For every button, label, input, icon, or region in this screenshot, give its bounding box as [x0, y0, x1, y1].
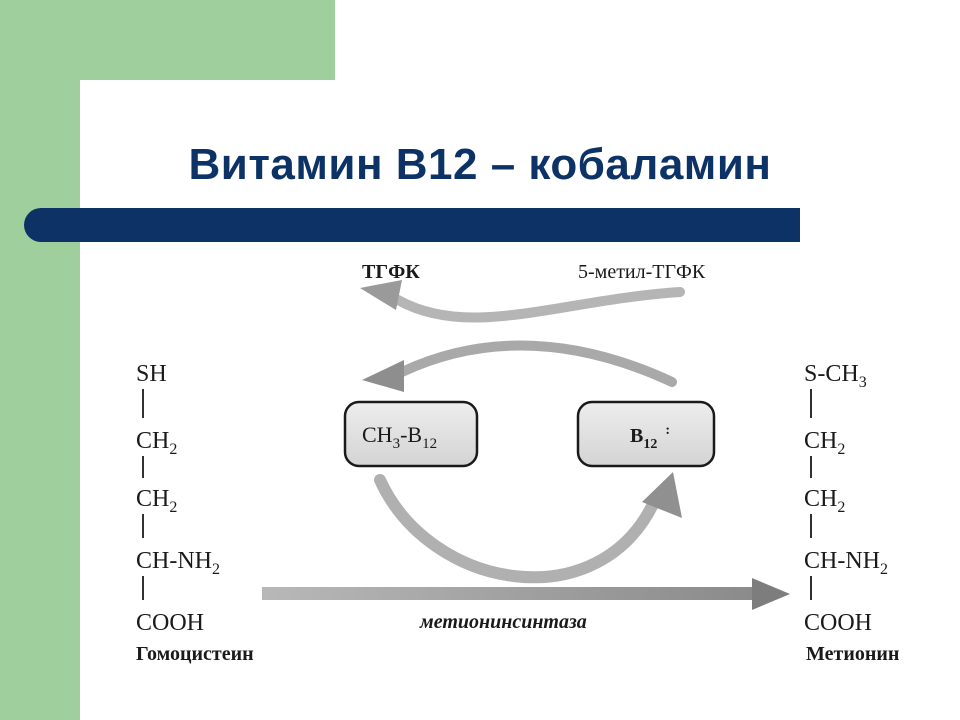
reaction-arrow-shaft — [262, 587, 762, 600]
s-ch3-group: S-CH3 — [804, 361, 867, 391]
arrow-box-cycle — [374, 474, 661, 584]
homocysteine-name: Гомоцистеин — [136, 643, 254, 665]
green-side-stripe — [0, 0, 80, 720]
sh-group: SH — [136, 361, 167, 387]
ch-nh2-group: CH-NH2 — [804, 548, 888, 578]
reaction-arrow-head — [752, 578, 790, 610]
tgfk-label: ТГФК — [362, 261, 420, 283]
methionine-name: Метионин — [806, 643, 899, 665]
methyl-b12-label: CH3-B12 — [362, 422, 437, 452]
methyl-b12-box — [343, 400, 479, 468]
arrow-head-to-tgfk — [360, 280, 402, 310]
content-panel — [80, 80, 960, 720]
ch-nh2-group: CH-NH2 — [136, 548, 220, 578]
ch2-group-1: CH2 — [804, 428, 845, 458]
slide-title: Витамин В12 – кобаламин — [188, 140, 772, 189]
title-underline-bar — [24, 208, 800, 242]
cooh-group: COOH — [804, 610, 872, 636]
ch2-group-2: CH2 — [136, 486, 177, 516]
methyl-tgfk-label: 5-метил-ТГФК — [578, 261, 706, 283]
arrow-to-methyl-box — [397, 340, 677, 387]
enzyme-label: метионинсинтаза — [419, 611, 587, 633]
b12-box — [576, 400, 716, 468]
ch2-group-2: CH2 — [804, 486, 845, 516]
arrow-head-to-methyl-box — [362, 360, 404, 392]
homocysteine-structure: SH CH2 CH2 CH-NH2 COOH Гомоцистеин — [136, 361, 254, 665]
arrow-to-tgfk — [393, 287, 685, 323]
methionine-structure: S-CH3 CH2 CH2 CH-NH2 COOH Метионин — [804, 361, 899, 665]
ch2-group-1: CH2 — [136, 428, 177, 458]
arrow-head-box-cycle — [642, 472, 682, 518]
cooh-group: COOH — [136, 610, 204, 636]
b12-label: B12: — [630, 423, 670, 452]
